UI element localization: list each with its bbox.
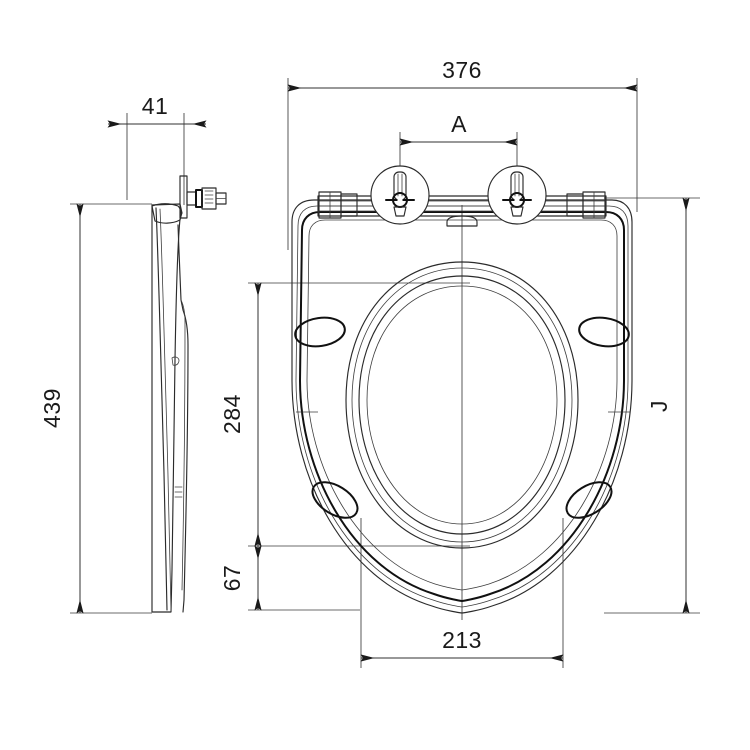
- side-view-group: 41 439: [39, 93, 227, 614]
- bumper-top-left: [294, 316, 346, 348]
- dim-label-284: 284: [219, 394, 245, 434]
- dim-label-213: 213: [442, 627, 482, 653]
- lid-outline-outer: [291, 199, 633, 614]
- dim-label-A: A: [451, 111, 467, 137]
- bumper-top-right: [578, 316, 630, 348]
- dim-label-439: 439: [39, 388, 65, 428]
- side-detail-dimple: [171, 356, 180, 366]
- dim-label-41: 41: [142, 93, 169, 119]
- aperture-outline-inner: [358, 275, 566, 535]
- hinge-mount-right: [487, 165, 547, 225]
- release-button: [446, 215, 478, 227]
- aperture-outline-outer: [345, 261, 579, 549]
- bumper-bottom-right: [565, 481, 613, 519]
- side-profile-inner-2: [159, 208, 172, 612]
- side-detail-ribs: [174, 486, 183, 498]
- hinge-assembly-group: [317, 165, 607, 227]
- side-profile-inner-1: [155, 207, 168, 611]
- side-seat-back-edge: [177, 224, 189, 613]
- dim-label-67: 67: [219, 565, 245, 592]
- side-lid-nose: [151, 203, 182, 224]
- aperture-edge-line: [366, 285, 558, 525]
- hinge-mount-left: [370, 165, 430, 225]
- aperture-outline-mid: [351, 267, 573, 543]
- seat-ring-outer: [299, 211, 625, 602]
- dim-label-J: J: [646, 400, 672, 412]
- side-hinge-bolt: [186, 187, 227, 210]
- bumper-bottom-left: [311, 481, 359, 519]
- top-view-group: 376 A 284 67 213 J: [219, 57, 700, 668]
- side-seat-inner-edge: [180, 299, 186, 591]
- dim-label-376: 376: [442, 57, 482, 83]
- lid-outline-second: [295, 205, 629, 608]
- side-profile-outer: [151, 203, 183, 613]
- seat-band-inner: [306, 219, 618, 591]
